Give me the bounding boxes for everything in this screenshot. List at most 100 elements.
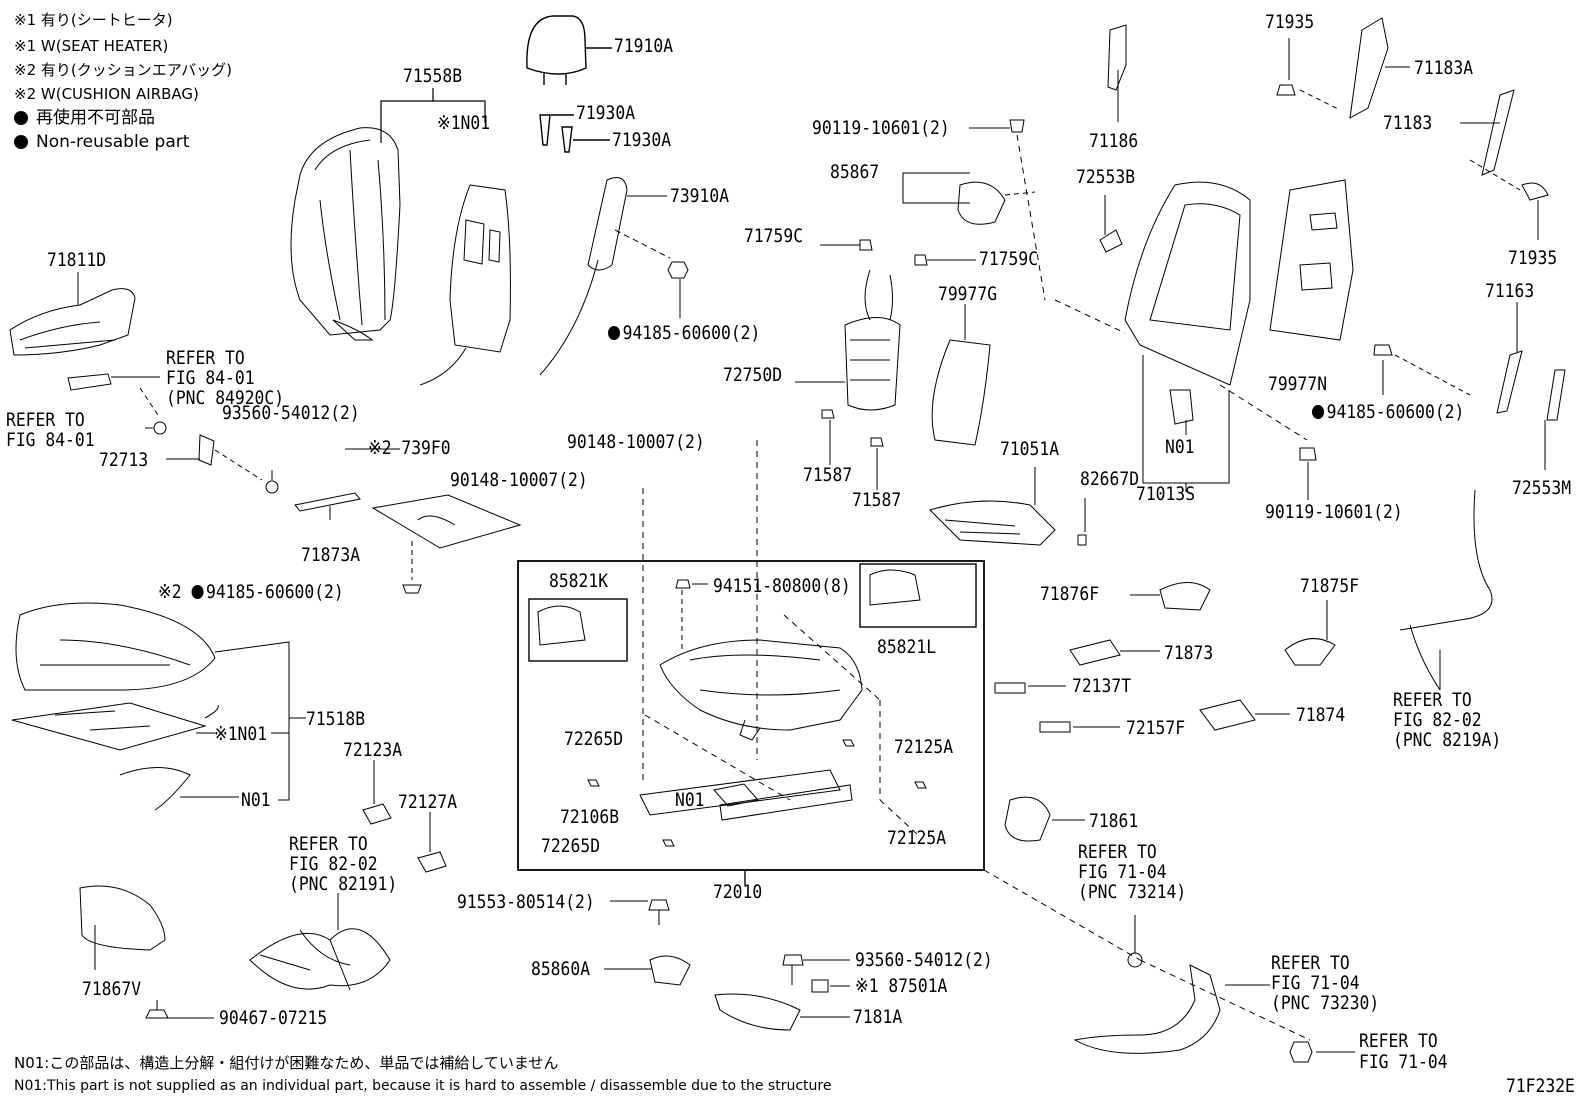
refer-label[interactable]: FIG 82-02 (1393, 709, 1482, 731)
part-label-72265D[interactable]: 72265D (564, 728, 624, 750)
part-label-90467-07215[interactable]: 90467-07215 (219, 1007, 328, 1029)
refer-label[interactable]: FIG 82-02 (289, 853, 378, 875)
refer-label[interactable]: REFER TO (1359, 1030, 1438, 1052)
part-label-82667D[interactable]: 82667D (1080, 468, 1140, 490)
part-label-71163[interactable]: 71163 (1485, 280, 1535, 302)
part-label-93560-54012[interactable]: 93560-54012(2) (855, 949, 993, 971)
part-label-71861[interactable]: 71861 (1089, 810, 1139, 832)
part-label-94185-60600[interactable]: 94185-60600(2) (608, 323, 760, 343)
refer-label[interactable]: REFER TO (1393, 689, 1472, 711)
nonreusable-dot-icon (14, 135, 28, 149)
refer-label[interactable]: FIG 71-04 (1271, 972, 1360, 994)
part-label-72265D[interactable]: 72265D (541, 835, 601, 857)
part-label-71930A[interactable]: 71930A (576, 102, 636, 124)
airbag-mark: ※2 (158, 581, 192, 603)
part-label-71876F[interactable]: 71876F (1040, 583, 1100, 605)
part-label-71183A[interactable]: 71183A (1414, 57, 1474, 79)
part-label-72157F[interactable]: 72157F (1126, 717, 1186, 739)
part-label-71935[interactable]: 71935 (1508, 247, 1558, 269)
part-label-71873[interactable]: 71873 (1164, 642, 1214, 664)
refer-label[interactable]: FIG 84-01 (166, 367, 255, 389)
part-label-n01[interactable]: N01 (1165, 436, 1195, 458)
refer-label[interactable]: (PNC 73214) (1078, 881, 1187, 903)
refer-label[interactable]: (PNC 73230) (1271, 992, 1380, 1014)
part-label-71518B[interactable]: 71518B (306, 708, 366, 730)
part-label-n01[interactable]: N01 (675, 789, 705, 811)
part-label-72137T[interactable]: 72137T (1072, 675, 1132, 697)
footer-note-jp: N01:この部品は、構造上分解・組付けが困難なため、単品では補給していません (14, 1054, 559, 1072)
part-label-71867V[interactable]: 71867V (82, 978, 142, 1000)
refer-label[interactable]: REFER TO (6, 409, 85, 431)
part-label-73910A[interactable]: 73910A (670, 185, 730, 207)
part-label-71558B[interactable]: 71558B (403, 65, 463, 87)
refer-label[interactable]: (PNC 8219A) (1393, 729, 1502, 751)
part-label-739F0[interactable]: ※2 739F0 (368, 437, 451, 459)
motor-85821L-box (859, 563, 977, 628)
part-label-71051A[interactable]: 71051A (1000, 438, 1060, 460)
part-label-7181A[interactable]: 7181A (853, 1006, 903, 1028)
part-label-n01[interactable]: N01 (241, 789, 271, 811)
motor-85821K-box (528, 598, 628, 662)
part-label-71873A[interactable]: 71873A (301, 544, 361, 566)
part-label-90148-10007[interactable]: 90148-10007(2) (450, 469, 588, 491)
back-frame-drawing (1124, 181, 1317, 500)
part-label-91553-80514[interactable]: 91553-80514(2) (457, 891, 595, 913)
refer-label[interactable]: FIG 84-01 (6, 429, 95, 451)
part-label-72125A[interactable]: 72125A (887, 827, 947, 849)
part-label-85821L[interactable]: 85821L (877, 636, 937, 658)
part-label-71013S[interactable]: 71013S (1136, 483, 1196, 505)
refer-label[interactable]: REFER TO (289, 833, 368, 855)
refer-label[interactable]: FIG 71-04 (1078, 861, 1167, 883)
refer-label[interactable]: REFER TO (1078, 841, 1157, 863)
recliner-drawing (929, 467, 1087, 546)
part-label-90119-10601[interactable]: 90119-10601(2) (1265, 501, 1403, 523)
part-label-85860A[interactable]: 85860A (531, 958, 591, 980)
part-label-85821K[interactable]: 85821K (549, 570, 609, 592)
part-label-72106B[interactable]: 72106B (560, 806, 620, 828)
part-label-n01[interactable]: ※1N01 (437, 112, 491, 134)
part-label-71874[interactable]: 71874 (1296, 704, 1346, 726)
part-label-71587[interactable]: 71587 (803, 464, 853, 486)
refer-label[interactable]: (PNC 84920C) (166, 387, 285, 409)
part-label-72123A[interactable]: 72123A (343, 739, 403, 761)
part-label-72127A[interactable]: 72127A (398, 791, 458, 813)
part-label-72750D[interactable]: 72750D (723, 364, 783, 386)
part-label-79977G[interactable]: 79977G (938, 283, 998, 305)
part-label-71935[interactable]: 71935 (1265, 11, 1315, 33)
part-label-72125A[interactable]: 72125A (894, 736, 954, 758)
part-label-71587[interactable]: 71587 (852, 489, 902, 511)
part-label-94151-80800[interactable]: 94151-80800(8) (713, 575, 851, 597)
back-trim-drawing (1099, 24, 1127, 253)
part-label-71930A[interactable]: 71930A (612, 129, 672, 151)
part-label-85867[interactable]: 85867 (830, 161, 880, 183)
part-label-72553M[interactable]: 72553M (1512, 477, 1572, 499)
part-label-71811D[interactable]: 71811D (47, 249, 107, 271)
part-label-71183[interactable]: 71183 (1383, 112, 1433, 134)
part-label-72010[interactable]: 72010 (713, 881, 763, 903)
legend-line-5: 再使用不可部品 (36, 108, 155, 128)
refer-label[interactable]: REFER TO (166, 347, 245, 369)
part-label-87501A[interactable]: ※1 87501A (855, 975, 948, 997)
part-label-79977N[interactable]: 79977N (1268, 373, 1328, 395)
part-label-n01[interactable]: ※1N01 (214, 723, 268, 745)
part-label-71759C[interactable]: 71759C (744, 225, 804, 247)
part-label-71186[interactable]: 71186 (1089, 130, 1139, 152)
part-label-90119-10601[interactable]: 90119-10601(2) (812, 117, 950, 139)
part-label-93560-54012[interactable]: 93560-54012(2) (222, 402, 360, 424)
refer-label[interactable]: (PNC 82191) (289, 873, 398, 895)
part-label-71910A[interactable]: 71910A (614, 35, 674, 57)
part-label-94185-60600[interactable]: ※2 94185-60600(2) (158, 582, 344, 602)
part-label-71759C[interactable]: 71759C (979, 248, 1039, 270)
refer-label[interactable]: FIG 71-04 (1359, 1051, 1448, 1073)
seat-track-group-box (517, 560, 985, 871)
part-label-72713[interactable]: 72713 (99, 449, 149, 471)
part-label-71875F[interactable]: 71875F (1300, 575, 1360, 597)
refer-label[interactable]: REFER TO (1271, 952, 1350, 974)
part-label-94185-60600[interactable]: 94185-60600(2) (1312, 402, 1464, 422)
legend-line-1: ※1 有り(シートヒータ) (14, 11, 173, 29)
part-label-90148-10007[interactable]: 90148-10007(2) (567, 431, 705, 453)
cushion-airbag-drawing (294, 448, 522, 594)
part-label-72553B[interactable]: 72553B (1076, 166, 1136, 188)
seat-frame-drawing (537, 440, 927, 847)
